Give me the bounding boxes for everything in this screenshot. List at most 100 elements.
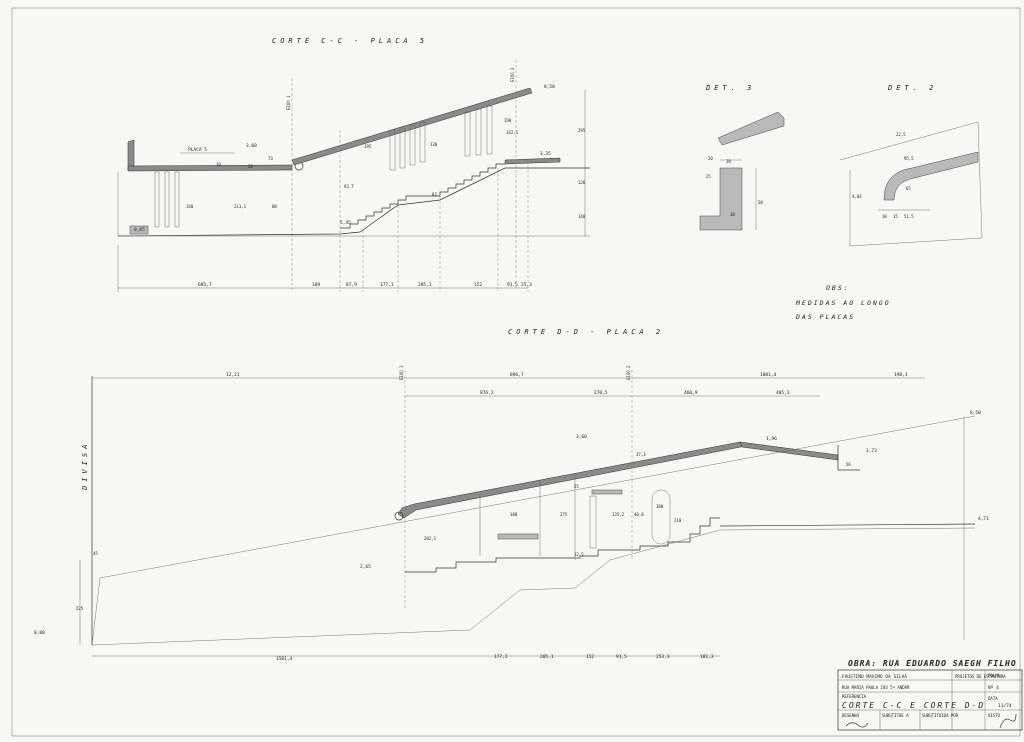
- cc-dim-bottom-0: 685,7: [198, 282, 212, 288]
- tb-data-value: 11/74: [998, 703, 1012, 709]
- cc-dim-inner-5: 93,7: [344, 184, 354, 189]
- dd-axis-1-label: EIXO 1: [399, 365, 404, 380]
- tb-visto-label: VISTO: [988, 713, 1001, 718]
- tb-data-label: DATA: [988, 696, 998, 701]
- obra-title: OBRA: RUA EDUARDO SAEGH FILHO: [848, 659, 1017, 668]
- obs-line-3: DAS PLACAS: [795, 313, 855, 321]
- cc-level-4: 0,65: [134, 227, 145, 233]
- dd-upper-floor: [719, 523, 976, 527]
- tb-substituida-label: SUBSTITUIDA POR: [922, 713, 959, 718]
- detail-2: DET. 2 22,5 95,5 65 4,03 10 15 51,5: [839, 84, 983, 247]
- cc-dim-bottom-1: 189: [312, 282, 320, 288]
- dd-dim-bottom-3: 152: [586, 654, 594, 660]
- cc-lower-slab: [117, 167, 590, 237]
- det2-dim-6: 51,5: [904, 214, 914, 219]
- dd-level-4: 2,65: [360, 564, 371, 570]
- dd-dim-top-2: 1001,4: [760, 372, 777, 378]
- observation-note: OBS: MEDIDAS AO LONGO DAS PLACAS: [795, 284, 889, 321]
- dd-beam-2: [591, 489, 623, 495]
- obs-line-1: OBS:: [826, 284, 850, 292]
- cc-dim-bottom-2: 87,9: [346, 282, 357, 288]
- cc-horizontal-slab: [127, 164, 293, 172]
- det3-dim-4: 18: [730, 212, 735, 217]
- tb-engineer: FAUSTINO MAXIMO DA SILVA: [842, 674, 907, 680]
- dd-dim-inner-8: 45: [93, 551, 98, 556]
- section-cc-title: CORTE C-C - PLACA 5: [272, 37, 428, 45]
- dd-dim-bottom-4: 91,5: [616, 654, 627, 660]
- cc-dim-inner-13: 295: [578, 128, 586, 133]
- dd-dim-inner-3: 40,8: [634, 512, 644, 517]
- cc-inclined-slab: [291, 87, 533, 166]
- dd-stair: [405, 517, 720, 573]
- tb-signature-visto: [999, 713, 1017, 729]
- dd-dim-bottom-2: 205,1: [540, 654, 554, 660]
- tb-desenho-label: DESENHO: [842, 713, 859, 718]
- dd-level-0: 3,60: [576, 434, 587, 440]
- dd-dim-bottom-6: 181,3: [700, 654, 714, 660]
- dd-column-1: [589, 495, 597, 549]
- dd-right-slab: [739, 441, 839, 461]
- dd-dim-second-3: 405,3: [776, 390, 790, 396]
- cc-dim-inner-8: 130: [430, 142, 438, 147]
- det3-title: DET. 3: [705, 84, 755, 92]
- cc-level-1: 3,60: [246, 143, 257, 149]
- dd-dim-second-0: 876,2: [480, 390, 494, 396]
- cc-dim-bottom-6: 91,5: [507, 282, 518, 288]
- dd-dim-bottom-0: 1501,4: [276, 656, 293, 662]
- dd-detail-marker: [394, 511, 404, 521]
- cc-dim-bottom-4: 205,1: [418, 282, 432, 288]
- dd-dim-inner-5: 210: [674, 518, 682, 523]
- det2-dim-2: 65: [906, 186, 911, 191]
- dd-dim-inner-6: 202,1: [424, 536, 437, 541]
- cc-level-0: 8,50: [544, 84, 555, 90]
- det3-section-piece: [699, 167, 743, 231]
- dd-level-3: 1,73: [866, 448, 877, 454]
- dd-dim-inner-4: 100: [656, 504, 664, 509]
- dd-dim-bottom-5: 253,3: [656, 654, 670, 660]
- cc-level-2: 3,35: [540, 151, 551, 157]
- dd-dim-inner-1: 275: [560, 512, 568, 517]
- dd-dim-second-2: 460,9: [684, 390, 698, 396]
- section-dd: CORTE D-D - PLACA 2 DIVISA EIXO 1 EIXO 2…: [34, 328, 989, 662]
- cc-dim-inner-9: 190: [504, 118, 512, 123]
- cc-stair: [340, 163, 505, 229]
- tb-role: PROJETOS DE ESTRUTURA: [955, 674, 1006, 679]
- cc-placa-label: PLACA 5: [188, 147, 207, 153]
- dd-roof-line: [99, 415, 976, 579]
- cc-dim-inner-7: 142,1: [506, 130, 519, 135]
- dd-ground-line: [91, 527, 976, 646]
- dd-dim-inner-0: 180: [510, 512, 518, 517]
- det3-dim-1: 20: [708, 156, 713, 161]
- det2-dim-3: 4,03: [852, 194, 862, 199]
- cc-upper-landing: [504, 157, 561, 165]
- det3-dim-2: 25: [706, 174, 711, 179]
- dd-dim-inner-12: 56: [846, 462, 851, 467]
- cc-left-wall: [127, 139, 135, 171]
- cc-level-3: 5,45: [340, 220, 351, 226]
- title-block: FAUSTINO MAXIMO DA SILVA PROJETOS DE EST…: [837, 669, 1023, 731]
- dd-dim-bottom-1: 177,2: [494, 654, 508, 660]
- det2-title: DET. 2: [887, 84, 937, 92]
- tb-substitue-label: SUBSTITUE A: [882, 713, 909, 718]
- cc-dim-bottom-5: 152: [474, 282, 482, 288]
- det2-dim-5: 15: [893, 214, 898, 219]
- det3-dim-3: 50: [758, 200, 763, 205]
- cc-dim-inner-12: 148: [578, 214, 586, 219]
- det2-frame: [839, 121, 983, 247]
- dd-level-5: 0,00: [34, 630, 45, 636]
- tb-signature-desenho: [845, 722, 869, 728]
- dd-inclined-slab: [397, 441, 747, 519]
- dd-dim-inner-7: 12,5: [574, 552, 584, 557]
- det3-inclined-piece: [717, 111, 785, 146]
- det2-dim-4: 10: [882, 214, 887, 219]
- dd-level-1: 8,50: [970, 410, 981, 416]
- tb-folha-num: Nº 4: [988, 685, 999, 691]
- det2-curved-slab: [883, 151, 979, 201]
- section-dd-title: CORTE D-D - PLACA 2: [508, 328, 664, 336]
- dd-level-6: 4,71: [978, 516, 989, 522]
- dd-dim-top-3: 190,3: [894, 372, 908, 378]
- cc-dim-inner-10: 20: [248, 164, 253, 169]
- cc-dim-inner-0: 10: [216, 162, 221, 167]
- det3-dim-0: 20: [726, 159, 731, 164]
